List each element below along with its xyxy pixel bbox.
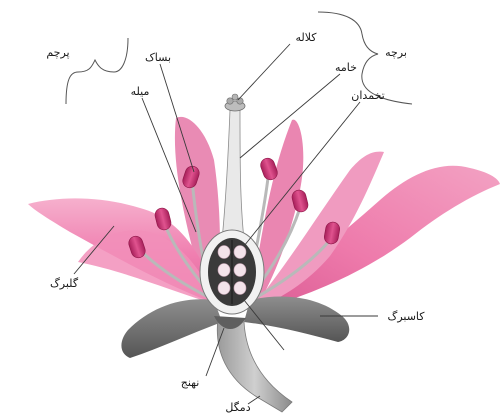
- leader-stigma: [238, 44, 290, 100]
- style: [222, 110, 244, 240]
- pedicel-stem: [217, 318, 292, 412]
- label-pedicel: دمگل: [225, 401, 250, 414]
- stamen-group-bracket: [66, 38, 128, 104]
- ovary: [200, 230, 264, 314]
- label-petal: گلبرگ: [50, 277, 79, 290]
- label-pistil-group: برچه: [385, 46, 407, 59]
- label-stamen-group: پرچم: [46, 46, 69, 59]
- sepal-left: [121, 299, 222, 358]
- label-ovary: تخمدان: [351, 89, 384, 102]
- label-filament: میله: [131, 85, 150, 98]
- label-receptacle: نهنج: [181, 376, 200, 389]
- label-sepal: کاسبرگ: [387, 310, 425, 323]
- label-style: خامه: [335, 61, 357, 74]
- label-anther: بساک: [145, 51, 171, 64]
- stigma: [225, 94, 245, 111]
- label-stigma: کلاله: [295, 31, 317, 44]
